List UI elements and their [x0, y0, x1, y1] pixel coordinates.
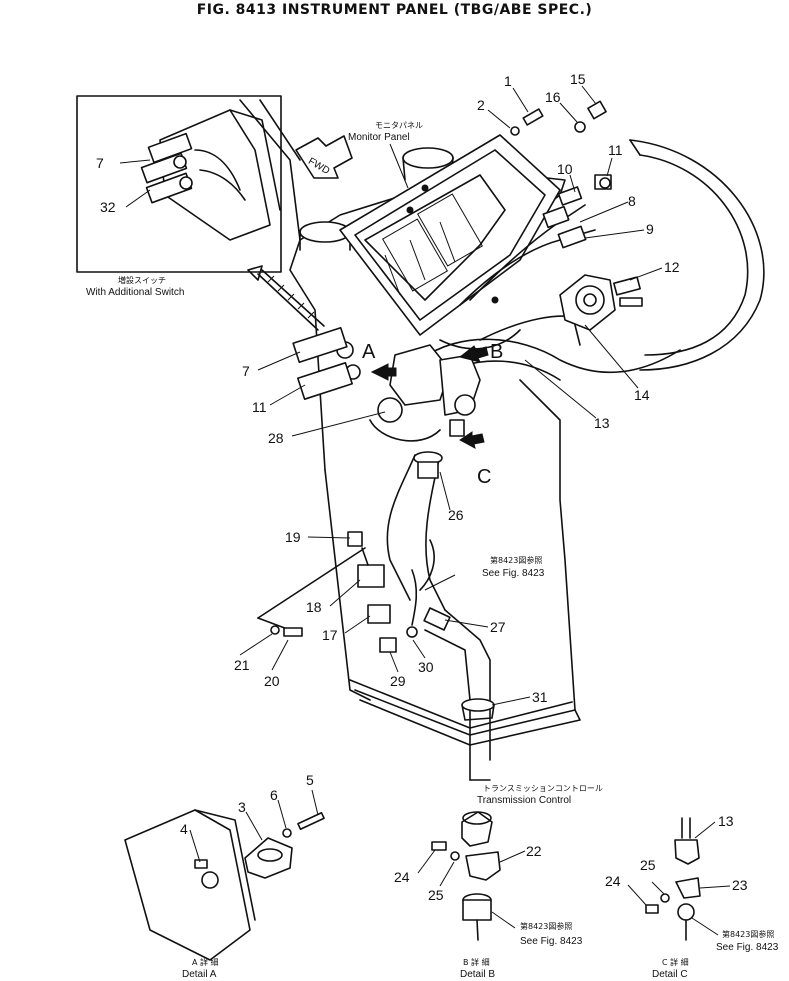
part-number-label: 17	[322, 627, 338, 643]
inset-pointer-arrow	[247, 265, 325, 331]
part-number-label: 5	[306, 772, 314, 788]
part-number-label: 31	[532, 689, 548, 705]
inset-additional-switch: 7 32	[76, 95, 282, 273]
detail-b-caption-jp: B 詳 細	[463, 957, 490, 967]
switch-cluster	[292, 326, 481, 442]
part-number-label: 9	[646, 221, 654, 237]
detail-a-caption-jp: A 詳 細	[192, 957, 219, 967]
detail-b-see-fig-jp: 第8423図参照	[520, 921, 572, 931]
see-fig-caption-jp: 第8423図参照	[490, 555, 542, 565]
detail-b-caption: Detail B	[460, 969, 495, 980]
shift-column	[386, 451, 495, 781]
part-number-labels: 1 2 15 16 10 11 8 9 12 14 13 7 11 28 26 …	[180, 71, 748, 903]
view-letter-a: A	[362, 341, 376, 363]
part-number-label: 11	[608, 142, 623, 158]
part-number-label: 11	[252, 399, 267, 415]
transmission-caption: Transmission Control	[477, 795, 571, 806]
relay-bracket	[257, 531, 418, 653]
view-arrows	[370, 345, 489, 449]
part-number-label: 25	[640, 857, 656, 873]
part-number-label: 30	[418, 659, 434, 675]
part-number-label: 16	[545, 89, 561, 105]
part-number-label: 7	[96, 155, 104, 171]
part-number-label: 23	[732, 877, 748, 893]
part-number-label: 22	[526, 843, 542, 859]
see-fig-caption: See Fig. 8423	[482, 568, 545, 579]
key-switch	[559, 274, 643, 346]
detail-c-see-fig-jp: 第8423図参照	[722, 929, 774, 939]
leader-lines	[239, 85, 663, 706]
figure-title: FIG. 8413 INSTRUMENT PANEL (TBG/ABE SPEC…	[196, 2, 593, 18]
part-number-label: 19	[285, 529, 301, 545]
part-number-label: 13	[594, 415, 610, 431]
detail-a	[124, 789, 325, 961]
detail-c-see-fig: See Fig. 8423	[716, 942, 779, 953]
part-number-label: 29	[390, 673, 406, 689]
part-number-label: 2	[477, 97, 485, 113]
part-number-label: 21	[234, 657, 250, 673]
part-number-label: 1	[504, 73, 512, 89]
detail-a-caption: Detail A	[182, 969, 217, 980]
part-number-label: 24	[394, 869, 410, 885]
part-number-label: 10	[557, 161, 573, 177]
part-number-label: 12	[664, 259, 680, 275]
monitor-panel-caption-jp: モニタパネル	[375, 121, 423, 130]
part-number-label: 32	[100, 199, 116, 215]
inset-caption: With Additional Switch	[86, 287, 184, 298]
monitor-panel-caption: Monitor Panel	[348, 132, 410, 143]
detail-c	[627, 817, 731, 941]
connector-group	[542, 174, 612, 249]
detail-c-caption: Detail C	[652, 969, 688, 980]
part-number-label: 4	[180, 821, 188, 837]
part-number-label: 13	[718, 813, 734, 829]
monitor-panel	[339, 134, 561, 336]
part-number-label: 6	[270, 787, 278, 803]
detail-b	[417, 811, 526, 941]
part-number-label: 24	[605, 873, 621, 889]
part-number-label: 7	[242, 363, 250, 379]
view-letter-b: B	[490, 341, 503, 363]
part-number-label: 8	[628, 193, 636, 209]
transmission-caption-jp: トランスミッションコントロール	[483, 784, 603, 793]
part-number-label: 25	[428, 887, 444, 903]
detail-c-caption-jp: C 詳 細	[662, 957, 689, 967]
part-number-label: 26	[448, 507, 464, 523]
part-number-label: 14	[634, 387, 650, 403]
detail-b-see-fig: See Fig. 8423	[520, 936, 583, 947]
part-number-label: 27	[490, 619, 506, 635]
part-number-label: 20	[264, 673, 280, 689]
bolts-top	[510, 100, 611, 189]
part-number-label: 15	[570, 71, 586, 87]
part-number-label: 3	[238, 799, 246, 815]
part-number-label: 28	[268, 430, 284, 446]
part-number-label: 18	[306, 599, 322, 615]
view-letter-c: C	[477, 466, 491, 488]
inset-caption-jp: 増設スイッチ	[118, 275, 166, 285]
forward-arrow: FWD	[295, 135, 353, 179]
